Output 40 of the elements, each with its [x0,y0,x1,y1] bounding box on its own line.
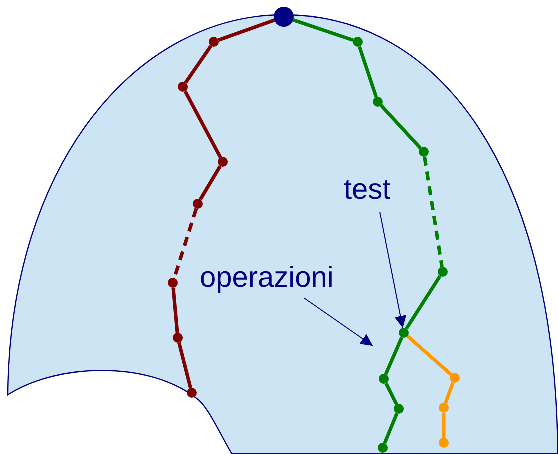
path-point [450,373,460,383]
path-segment [218,18,276,42]
path-segment [199,165,222,201]
path-point [187,388,197,398]
path-point [218,157,228,167]
leader-line [304,298,374,346]
path-segment [442,413,446,438]
path-point [209,37,219,47]
callout-label: operazioni [200,264,334,293]
path-segment [292,18,354,42]
path-point [373,97,383,107]
path-segment [358,46,378,98]
path-segment [383,412,399,444]
path-segment [380,104,422,150]
path-segment [405,275,442,330]
path-point [439,403,449,413]
path-segment [384,382,398,406]
path-point [438,267,448,277]
path-segment [384,336,404,376]
path-point [378,443,388,453]
path-point [399,328,409,338]
path-point [178,82,188,92]
path-point [193,199,203,209]
path-point [168,278,178,288]
leader-line [380,212,407,329]
path-segment [444,382,455,404]
path-point [419,147,429,157]
path-segment [184,90,222,158]
path-segment [406,335,452,376]
path-segment [423,156,444,268]
path-point [439,438,449,448]
path-point [394,404,404,414]
path-point [379,374,389,384]
path-segment [184,45,213,84]
path-segment [172,288,180,334]
path-point [173,333,183,343]
callout-label: test [344,176,391,205]
start-point [274,7,294,27]
path-point [353,37,363,47]
path-segment [178,342,192,389]
